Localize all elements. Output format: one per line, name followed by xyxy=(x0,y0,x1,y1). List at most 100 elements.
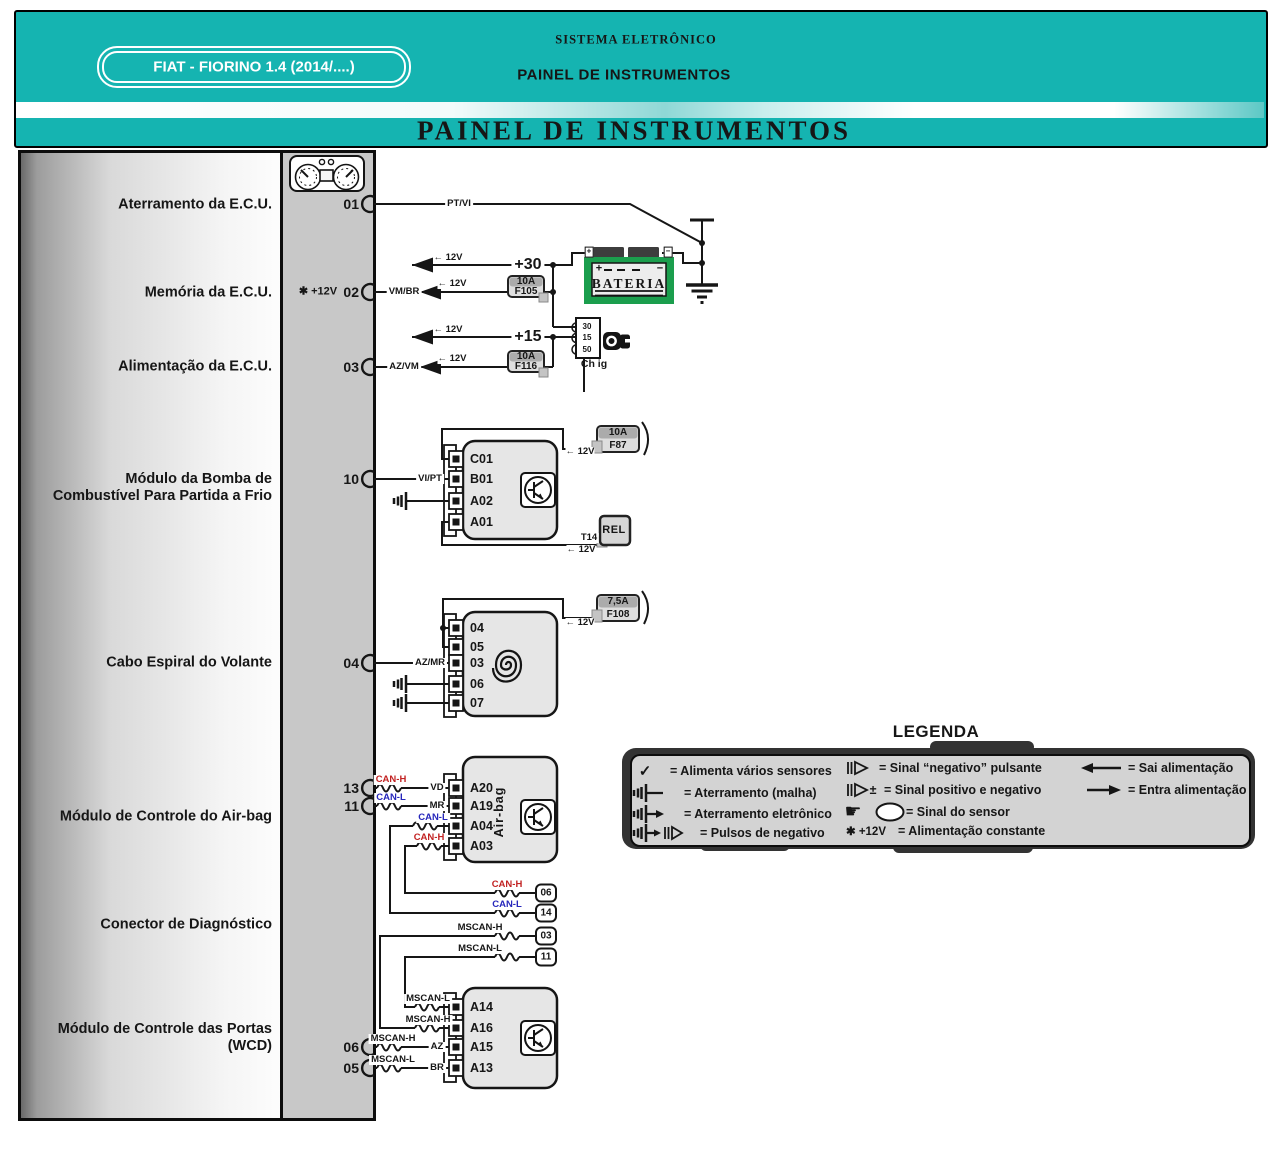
panel-pins-p11: 11 xyxy=(344,798,359,814)
power-ign-t30: 30 xyxy=(582,322,592,331)
legend-col3-1: = Entra alimentação xyxy=(1128,783,1247,797)
legend-col3-0: = Sai alimentação xyxy=(1128,761,1234,775)
fuses-f108: F108 xyxy=(606,609,630,620)
wires-mscanh: MSCAN-H xyxy=(368,1033,418,1045)
power-v12: ← 12V xyxy=(437,353,467,365)
power-plus15: +15 xyxy=(511,329,545,345)
wires-vmbr: VM/BR xyxy=(386,286,422,298)
left_labels-portas: Módulo de Controle das Portas (WCD) xyxy=(57,1020,272,1054)
wires-canh: CAN-H xyxy=(489,879,525,891)
modules-portas-pins-0: A14 xyxy=(470,1000,493,1014)
legend-col1-3: = Pulsos de negativo xyxy=(700,826,825,840)
modules-diag-pins-2: 03 xyxy=(540,930,552,942)
power-plus30: +30 xyxy=(511,257,545,273)
power-chig: Ch ig xyxy=(580,358,608,370)
power-v12: ← 12V xyxy=(566,544,596,556)
power-ign-t50: 50 xyxy=(582,345,592,354)
wires-azvm: AZ/VM xyxy=(387,361,421,373)
page-title: PAINEL DE INSTRUMENTOS xyxy=(416,115,852,146)
modules-espiral-pins-0: 04 xyxy=(470,621,484,635)
vehicle-badge: FIAT - FIORINO 1.4 (2014/....) xyxy=(97,46,411,88)
fuses-a10: 10A xyxy=(516,351,536,362)
modules-diag-pins-0: 06 xyxy=(540,887,552,899)
panel-pins-p13: 13 xyxy=(343,780,359,796)
legend-plusminus: ± xyxy=(869,783,877,797)
panel-pins-p01: 01 xyxy=(343,196,359,212)
legend-box xyxy=(630,754,1251,847)
legend-col2-2: = Sinal do sensor xyxy=(906,805,1010,819)
panel-pins-p04: 04 xyxy=(343,655,359,671)
modules-bomba-pins-0: C01 xyxy=(470,452,493,466)
wires-br: BR xyxy=(428,1062,446,1074)
power-minus: − xyxy=(656,262,664,275)
modules-bomba-pins-1: B01 xyxy=(470,472,493,486)
power-plus: + xyxy=(584,246,594,258)
panel-pins-p10: 10 xyxy=(343,471,359,487)
fuses-t14: T14 xyxy=(578,532,600,544)
fuses-a75: 7,5A xyxy=(607,596,629,607)
modules-airbag-pins-3: A03 xyxy=(470,839,493,853)
left_labels-aterramento: Aterramento da E.C.U. xyxy=(118,196,272,213)
power-v12: ← 12V xyxy=(565,617,595,629)
fuses-rel: REL xyxy=(602,524,626,536)
header-gradient-band xyxy=(16,102,1264,118)
legend-col2-1: = Sinal positivo e negativo xyxy=(884,783,1042,797)
fuses-a10: 10A xyxy=(516,276,536,287)
wires-canl: CAN-L xyxy=(490,899,524,911)
panel-pins-p06: 06 xyxy=(343,1039,359,1055)
modules-bomba-pins-3: A01 xyxy=(470,515,493,529)
legend-title: LEGENDA xyxy=(892,722,980,741)
power-plus: + xyxy=(595,262,603,275)
left_labels-cabo: Cabo Espiral do Volante xyxy=(106,654,272,671)
modules-diag-pins-3: 11 xyxy=(540,951,552,963)
wires-azmr: AZ/MR xyxy=(412,657,448,669)
wires-vipt: VI/PT xyxy=(416,473,444,485)
wires-canl: CAN-L xyxy=(374,792,408,804)
legend-frame-tab-top xyxy=(930,741,1034,753)
modules-espiral-pins-3: 06 xyxy=(470,677,484,691)
panel-const_power: ✱ +12V xyxy=(298,285,338,298)
wires-mscanl: MSCAN-L xyxy=(369,1054,417,1066)
legend-col1-2: = Aterramento eletrônico xyxy=(684,807,832,821)
wires-mscanl: MSCAN-L xyxy=(456,943,504,955)
vehicle-badge-inner-border xyxy=(102,51,406,83)
wires-mscanl: MSCAN-L xyxy=(404,993,452,1005)
modules-airbag-pins-1: A19 xyxy=(470,799,493,813)
wires-vd: VD xyxy=(428,782,446,794)
wires-mr: MR xyxy=(427,800,447,812)
fuses-a10: 10A xyxy=(608,427,628,438)
modules-diag-pins-1: 14 xyxy=(540,907,552,919)
power-ign-t15: 15 xyxy=(582,333,592,342)
power-v12: ← 12V xyxy=(437,278,467,290)
legend-check: ✓ xyxy=(638,763,652,780)
modules-portas-pins-2: A15 xyxy=(470,1040,493,1054)
modules-airbag-label: Air-bag xyxy=(492,786,506,838)
wires-mscanh: MSCAN-H xyxy=(403,1014,453,1026)
fuses-f116: F116 xyxy=(514,361,538,372)
wires-ptvi: PT/VI xyxy=(445,198,473,210)
wires-az: AZ xyxy=(428,1041,446,1053)
panel-pins-p05: 05 xyxy=(343,1060,359,1076)
header-subtitle: PAINEL DE INSTRUMENTOS xyxy=(517,66,731,84)
modules-espiral-pins-4: 07 xyxy=(470,696,484,710)
legend-col1-0: = Alimenta vários sensores xyxy=(670,764,832,778)
wires-canl: CAN-L xyxy=(416,812,450,824)
wires-canh: CAN-H xyxy=(411,832,447,844)
fuses-f87: F87 xyxy=(609,440,627,451)
left_labels-alimentacao: Alimentação da E.C.U. xyxy=(118,358,272,375)
modules-airbag-pins-0: A20 xyxy=(470,781,493,795)
power-bateria: BATERIA xyxy=(591,276,667,291)
legend-col1-1: = Aterramento (malha) xyxy=(684,786,817,800)
power-minus: − xyxy=(663,246,673,258)
legend-hand: ☛ xyxy=(844,801,862,823)
power-v12: ← 12V xyxy=(433,324,463,336)
panel-pins-p02: 02 xyxy=(343,284,359,300)
header: SISTEMA ELETRÔNICO PAINEL DE INSTRUMENTO… xyxy=(14,10,1268,148)
power-v12: ← 12V xyxy=(433,252,463,264)
modules-airbag-pins-2: A04 xyxy=(470,819,493,833)
wires-mscanh: MSCAN-H xyxy=(455,922,505,934)
left_labels-bomba: Módulo da Bomba de Combustível Para Part… xyxy=(52,470,272,504)
modules-espiral-pins-1: 05 xyxy=(470,640,484,654)
left_labels-diagnostico: Conector de Diagnóstico xyxy=(100,916,272,933)
